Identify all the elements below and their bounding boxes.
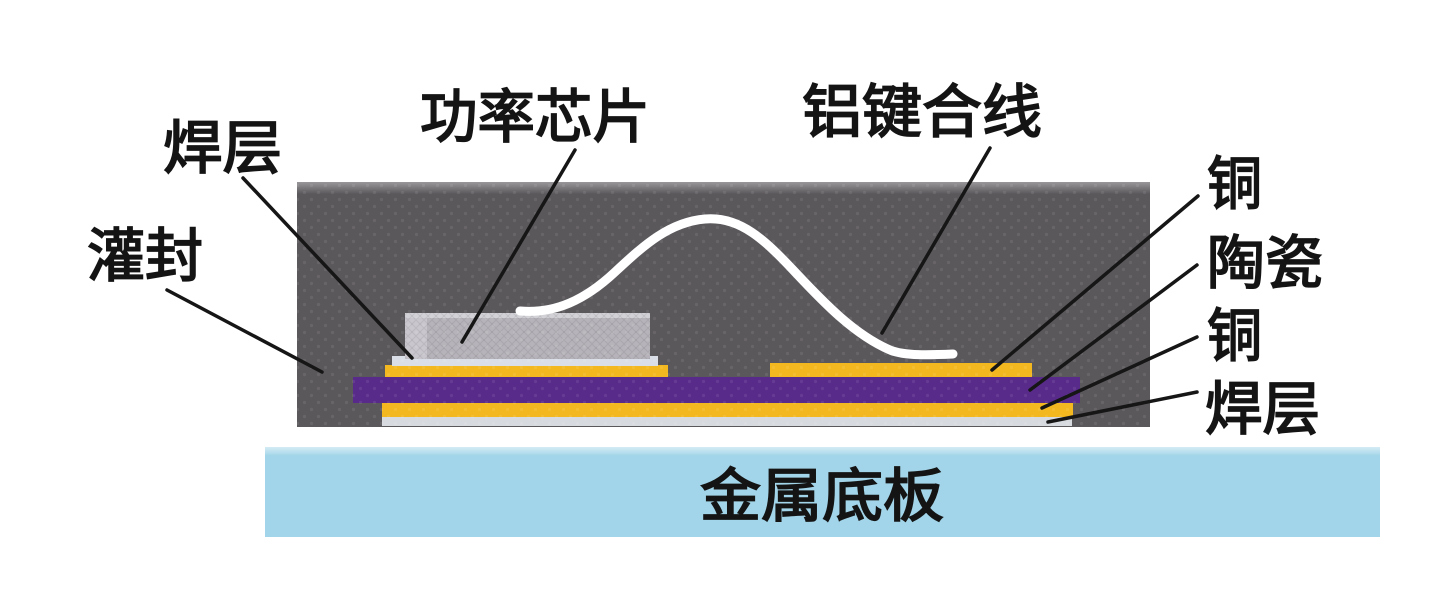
baseplate: 金属底板 (265, 447, 1380, 537)
leader-copper-top (990, 194, 1200, 372)
label-bond-wire: 铝键合线 (802, 80, 1042, 145)
label-ceramic: 陶瓷 (1207, 231, 1323, 296)
leader-lines (165, 146, 1200, 424)
leader-power-chip (460, 148, 577, 344)
leader-solder-base (1046, 390, 1199, 424)
label-copper-bottom: 铜 (1207, 304, 1262, 369)
leader-ceramic (1028, 263, 1199, 392)
baseplate-label: 金属底板 (700, 464, 944, 529)
bond-wire-path (515, 214, 958, 360)
leader-bond-wire (880, 146, 992, 335)
label-copper-top: 铜 (1207, 152, 1262, 217)
leader-potting (165, 288, 324, 374)
baseplate-rect (265, 447, 1380, 537)
label-solder-base: 焊层 (1205, 377, 1320, 442)
label-potting: 灌封 (87, 224, 203, 289)
leader-solder-die (241, 176, 414, 360)
label-power-chip: 功率芯片 (420, 85, 650, 150)
label-solder-die: 焊层 (163, 116, 282, 181)
baseplate-top-highlight (265, 447, 1380, 456)
leader-copper-bottom (1040, 335, 1199, 410)
